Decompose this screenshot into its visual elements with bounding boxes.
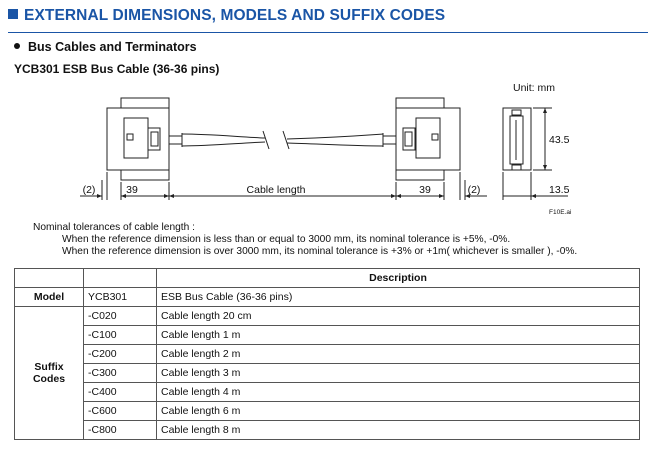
model-title: YCB301 ESB Bus Cable (36-36 pins) [14,62,220,76]
model-suffix-table: Description Model YCB301 ESB Bus Cable (… [14,268,640,440]
right-connector-shape [382,97,461,181]
tolerance-notes: Nominal tolerances of cable length : Whe… [33,222,577,258]
dim-right-connector: 39 [419,184,431,196]
suffix-description: Cable length 20 cm [156,306,640,326]
table-row: -C100 Cable length 1 m [15,325,640,345]
table-row: -C400 Cable length 4 m [15,382,640,402]
tolerance-line-2: When the reference dimension is over 300… [62,246,578,257]
square-bullet-icon [8,9,18,19]
dim-left-connector: 39 [126,184,138,196]
suffix-description: Cable length 8 m [156,420,640,440]
suffix-description: Cable length 1 m [156,325,640,345]
figure-id: F10E.ai [549,209,571,216]
table-row: -C600 Cable length 6 m [15,401,640,421]
bullet-dot-icon [14,43,20,49]
suffix-label-line-1: Suffix [34,361,64,373]
suffix-description: Cable length 6 m [156,401,640,421]
tolerance-line-1: When the reference dimension is less tha… [62,234,511,245]
dim-height: 43.5 [549,134,570,146]
suffix-label-line-2: Codes [32,373,66,385]
dim-cable-length: Cable length [247,184,306,196]
suffix-code: -C020 [83,306,157,326]
table-row: -C200 Cable length 2 m [15,344,640,364]
suffix-code: -C300 [83,363,157,383]
cable-shape [181,130,384,150]
cable-dimension-drawing: (2) 39 Cable length 39 (2) 43.5 13.5 F10… [80,97,571,216]
suffix-code: -C100 [83,325,157,345]
tolerance-title: Nominal tolerances of cable length : [33,222,195,233]
suffix-description: Cable length 2 m [156,344,640,364]
suffix-description: Cable length 4 m [156,382,640,402]
model-label: Model [14,287,84,307]
suffix-code: -C200 [83,344,157,364]
suffix-code: -C600 [83,401,157,421]
suffix-code: -C800 [83,420,157,440]
header-empty-1 [14,268,84,288]
model-code: YCB301 [83,287,157,307]
unit-label: Unit: mm [513,82,555,94]
table-header-row: Description [14,268,640,288]
suffix-code: -C400 [83,382,157,402]
table-row: -C800 Cable length 8 m [15,420,640,440]
header-empty-2 [83,268,157,288]
model-row: Model YCB301 ESB Bus Cable (36-36 pins) [14,287,640,307]
heading-rule [8,32,648,33]
side-view-shape [502,107,532,171]
table-row: -C300 Cable length 3 m [15,363,640,383]
dim-depth: 13.5 [549,184,570,196]
model-description: ESB Bus Cable (36-36 pins) [156,287,640,307]
header-description: Description [156,268,640,288]
suffix-description: Cable length 3 m [156,363,640,383]
dim-left-gap: (2) [83,184,96,196]
left-connector-shape [106,97,183,181]
subsection-title-text: Bus Cables and Terminators [28,40,197,54]
dim-right-gap: (2) [468,184,481,196]
section-heading: EXTERNAL DIMENSIONS, MODELS AND SUFFIX C… [8,7,445,25]
section-heading-text: EXTERNAL DIMENSIONS, MODELS AND SUFFIX C… [24,7,446,24]
subsection-title: Bus Cables and Terminators [14,40,197,54]
